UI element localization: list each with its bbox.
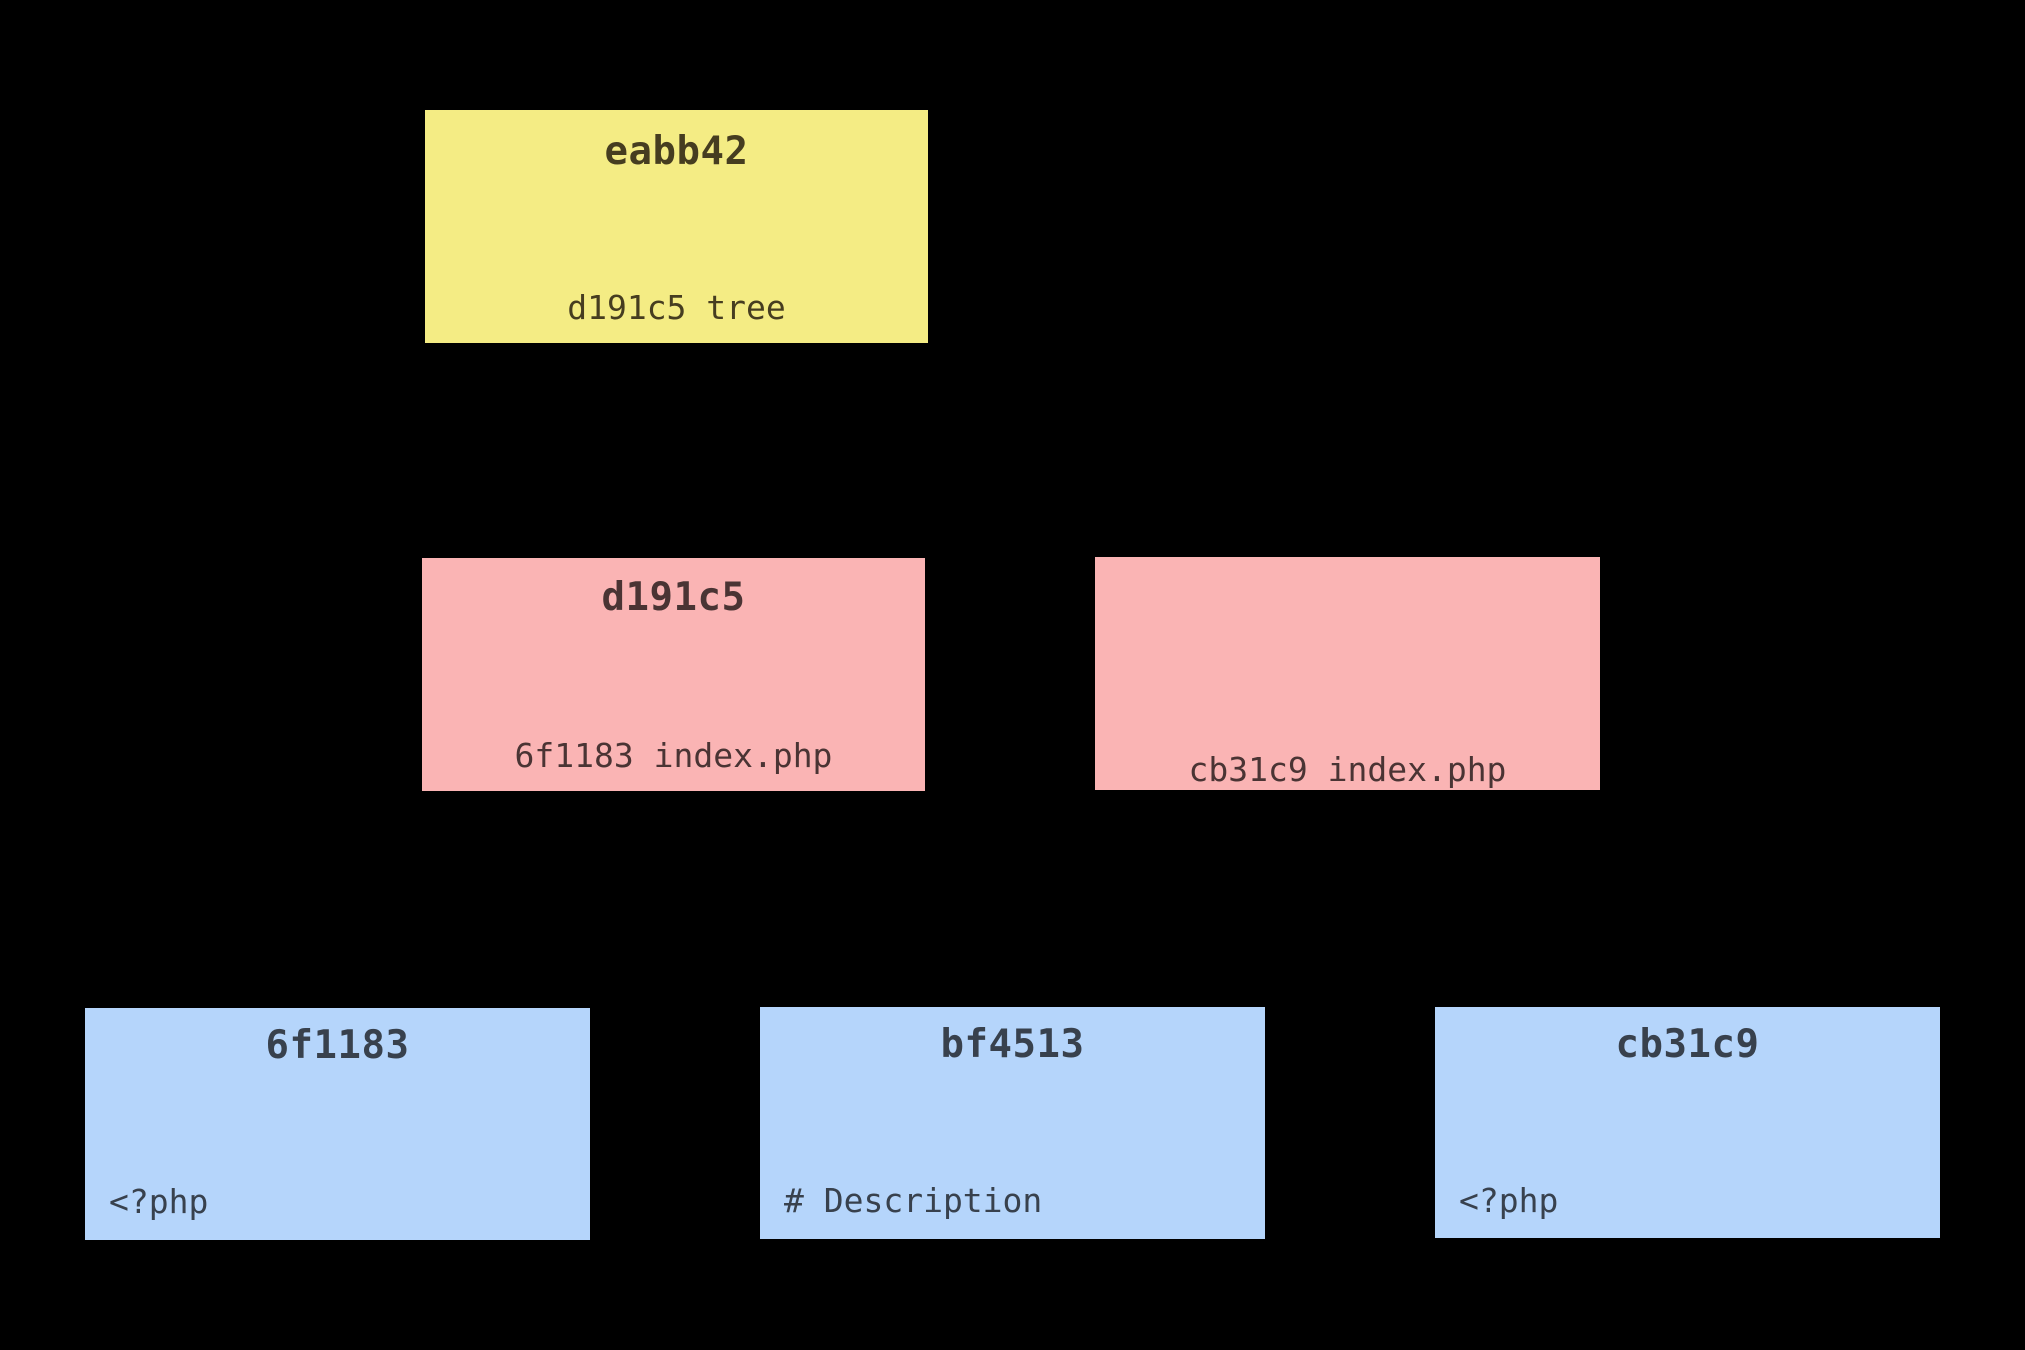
- node-title: cb31c9: [1615, 1022, 1760, 1067]
- node-title: bf4513: [940, 1022, 1085, 1067]
- commit-node-eabb42[interactable]: eabb42 d191c5 tree: [425, 110, 928, 343]
- node-line: 6f1183 index.php: [514, 736, 833, 776]
- blob-node-cb31c9[interactable]: cb31c9 <?php echo “Hello World”; // code…: [1435, 1007, 1940, 1238]
- node-title: 6f1183: [265, 1023, 410, 1068]
- node-body: cb31c9 index.php bf4513 README.md: [1189, 557, 1507, 790]
- node-body: # Description This is my hello world pro…: [760, 1066, 1265, 1239]
- tree-node-untitled[interactable]: cb31c9 index.php bf4513 README.md: [1095, 557, 1600, 790]
- node-title: eabb42: [604, 129, 749, 174]
- node-line: # Description: [784, 1181, 1043, 1221]
- node-line: <?php: [1459, 1181, 1559, 1221]
- blob-node-bf4513[interactable]: bf4513 # Description This is my hello wo…: [760, 1007, 1265, 1239]
- node-line: <?php: [109, 1182, 209, 1222]
- node-title: d191c5: [601, 575, 746, 620]
- blob-node-6f1183[interactable]: 6f1183 <?php echo “Hello World”;: [85, 1008, 590, 1240]
- node-body: 6f1183 index.php bf4513 README.md: [515, 619, 833, 791]
- node-body: <?php echo “Hello World”;: [85, 1067, 590, 1240]
- node-body: d191c5 tree: [567, 173, 786, 343]
- tree-node-d191c5[interactable]: d191c5 6f1183 index.php bf4513 README.md: [422, 558, 925, 791]
- node-body: <?php echo “Hello World”; // code magic: [1435, 1066, 1940, 1238]
- node-line: d191c5 tree: [567, 288, 786, 328]
- node-line: cb31c9 index.php: [1188, 750, 1507, 790]
